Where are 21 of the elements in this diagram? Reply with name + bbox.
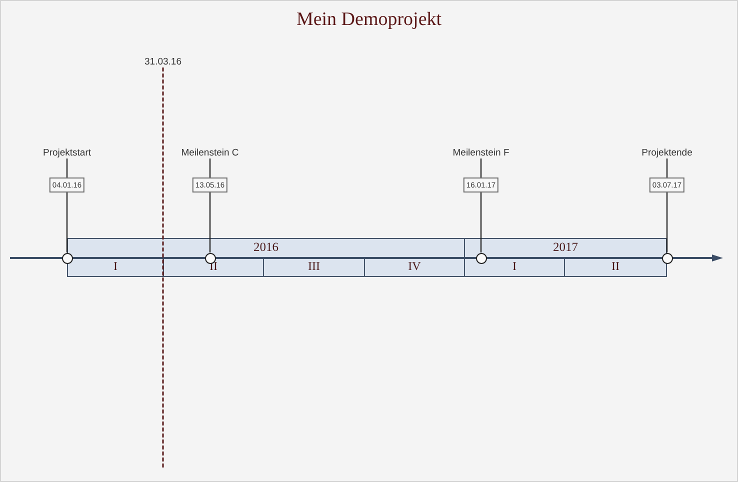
- date-label: 31.03.16: [144, 56, 182, 68]
- quarter-cell: IV: [364, 258, 465, 277]
- leader-line: [209, 158, 211, 178]
- date-marker-line: [162, 68, 164, 468]
- leader-line: [666, 158, 668, 178]
- leader-line: [480, 158, 482, 178]
- leader-line: [66, 192, 68, 252]
- quarter-cell: I: [464, 258, 565, 277]
- milestone-label: Projektende: [642, 148, 692, 158]
- leader-line: [480, 192, 482, 252]
- year-cell: 2017: [464, 238, 667, 259]
- leader-line: [66, 158, 68, 178]
- leader-line: [666, 192, 668, 252]
- milestone-label: Meilenstein C: [181, 148, 239, 158]
- diagram-title: Mein Demoprojekt: [296, 8, 442, 32]
- quarter-cell: II: [564, 258, 667, 277]
- quarter-cell: III: [263, 258, 365, 277]
- milestone-label: Projektstart: [42, 148, 92, 158]
- leader-line: [209, 192, 211, 252]
- quarter-cell: I: [67, 258, 164, 277]
- milestone-label: Meilenstein F: [452, 148, 510, 158]
